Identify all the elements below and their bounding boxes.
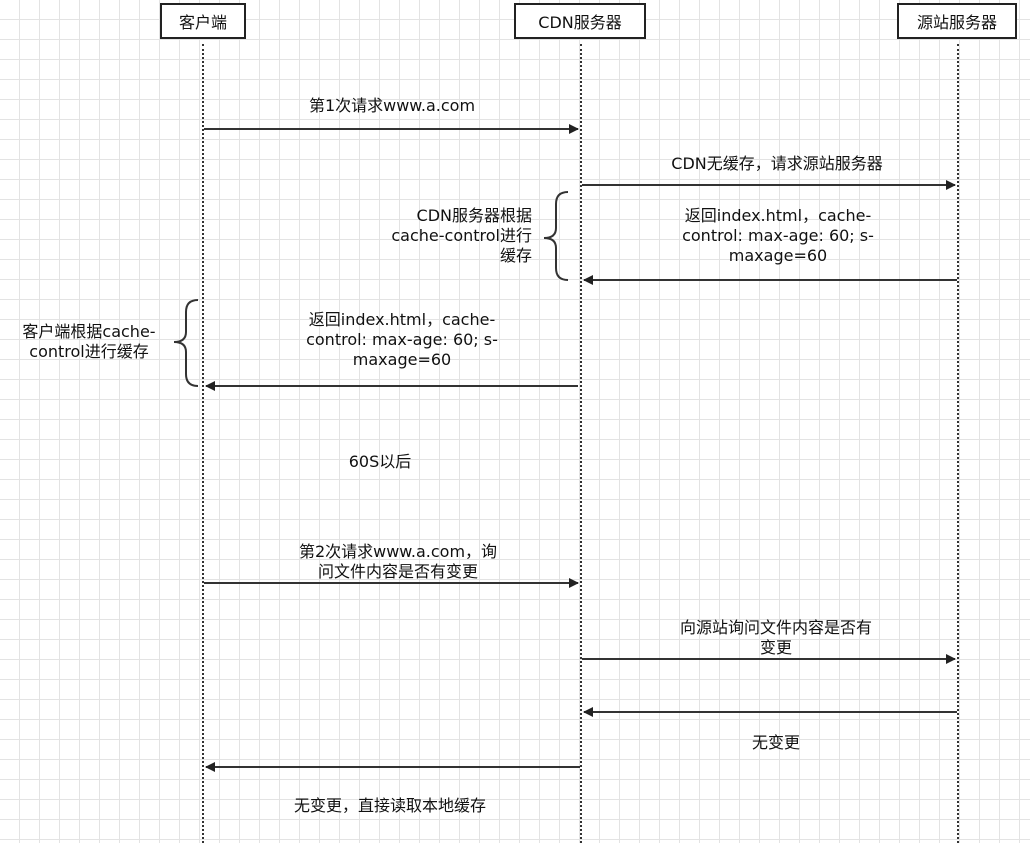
- message-label-m7: 无变更: [751, 733, 800, 752]
- message-label-m4: 返回index.html，cache- control: max-age: 60…: [306, 310, 498, 369]
- actor-cdn-label: CDN服务器: [538, 13, 622, 32]
- note-cdn-cache: CDN服务器根据 cache-control进行 缓存: [391, 206, 532, 265]
- lifeline-client: [202, 44, 204, 843]
- message-label-m3: 返回index.html，cache- control: max-age: 60…: [682, 206, 874, 265]
- actor-origin: 源站服务器: [897, 3, 1017, 39]
- message-label-m2: CDN无缓存，请求源站服务器: [671, 154, 883, 173]
- note-wait: 60S以后: [348, 452, 412, 471]
- actor-origin-label: 源站服务器: [916, 13, 997, 32]
- note-client-cache: 客户端根据cache- control进行缓存: [22, 322, 156, 361]
- lifeline-cdn: [580, 44, 582, 843]
- message-label-m1: 第1次请求www.a.com: [308, 96, 476, 115]
- brace-client-cache: [173, 299, 199, 387]
- actor-client-label: 客户端: [178, 13, 227, 32]
- lifeline-origin: [957, 44, 959, 843]
- message-label-m5: 第2次请求www.a.com，询 问文件内容是否有变更: [298, 542, 498, 581]
- actor-cdn: CDN服务器: [514, 3, 646, 39]
- message-label-m6: 向源站询问文件内容是否有 变更: [679, 618, 872, 657]
- brace-cdn-cache: [543, 191, 569, 281]
- actor-client: 客户端: [160, 3, 246, 39]
- message-label-m8: 无变更，直接读取本地缓存: [293, 796, 486, 815]
